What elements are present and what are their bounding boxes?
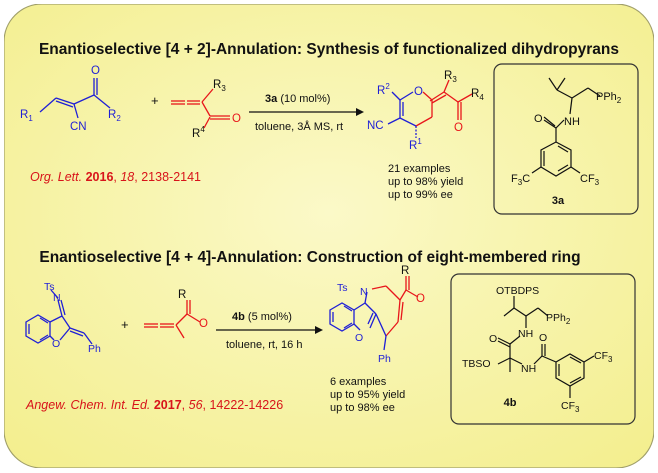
s1-sub1-r1: R1 bbox=[20, 109, 33, 123]
s2-catalyst-structure bbox=[497, 296, 595, 398]
s2-cat-cf3-bottom: CF3 bbox=[561, 400, 580, 414]
s2-sub1-ph: Ph bbox=[88, 343, 101, 355]
s2-prod-o: O bbox=[416, 293, 425, 305]
s2-prod-n: N bbox=[360, 286, 368, 298]
s1-product-structure bbox=[387, 79, 473, 138]
s1-product-labels: R2 O R3 R4 O NC R1 bbox=[367, 70, 484, 152]
s2-cat-nh2: NH bbox=[521, 363, 536, 375]
s1-cat-name: 3a bbox=[552, 195, 565, 207]
s1-plus-sign: + bbox=[151, 93, 159, 108]
s1-cat-o: O bbox=[534, 113, 543, 125]
s2-product-structure bbox=[329, 276, 419, 351]
s1-conditions: toluene, 3Å MS, rt bbox=[255, 120, 343, 133]
s2-product-labels: Ts N O Ph R O bbox=[337, 265, 425, 365]
s1-substrate1-structure bbox=[39, 78, 111, 119]
s1-catalyst-box bbox=[493, 63, 639, 215]
s1-cat-pph2: PPh2 bbox=[596, 91, 622, 105]
s2-substrate2-structure bbox=[144, 300, 201, 339]
section2-title: Enantioselective [4 + 4]-Annulation: Con… bbox=[39, 249, 580, 266]
s2-cat-otbdps: OTBDPS bbox=[496, 285, 539, 297]
s1-arrow-head bbox=[356, 108, 364, 116]
s1-cat-cf3-right: CF3 bbox=[580, 173, 600, 187]
s1-prod-o: O bbox=[454, 122, 463, 134]
s2-cat-o1: O bbox=[489, 333, 497, 345]
s1-sub1-cn: CN bbox=[70, 121, 87, 133]
section1-title: Enantioselective [4 + 2]-Annulation: Syn… bbox=[39, 41, 619, 58]
s1-catalyst-labels: PPh2 NH O F3C CF3 3a bbox=[511, 91, 622, 207]
s2-results: 6 examples up to 95% yield up to 98% ee bbox=[330, 376, 405, 414]
s1-sub1-o: O bbox=[91, 65, 100, 77]
s2-conditions: toluene, rt, 16 h bbox=[226, 339, 302, 351]
s1-substrate1-labels: R1 CN O R2 bbox=[20, 65, 121, 133]
s2-prod-ph: Ph bbox=[378, 353, 391, 365]
s2-sub2-r: R bbox=[178, 289, 186, 301]
s1-sub2-o: O bbox=[232, 113, 241, 125]
scheme-canvas: Enantioselective [4 + 2]-Annulation: Syn… bbox=[3, 3, 655, 469]
s1-catalyst-reagent: 3a (10 mol%) bbox=[265, 93, 330, 105]
s2-cat-nh1: NH bbox=[518, 328, 533, 340]
s1-substrate2-labels: R3 O R4 bbox=[192, 79, 241, 140]
s2-substrate1-labels: Ts N O Ph bbox=[44, 281, 101, 355]
s2-cat-pph2: PPh2 bbox=[546, 312, 571, 326]
s2-result-ee: up to 98% ee bbox=[330, 402, 395, 414]
s1-result-examples: 21 examples bbox=[388, 163, 451, 175]
s1-substrate2-structure bbox=[171, 88, 230, 129]
s1-prod-r1: R1 bbox=[409, 137, 422, 152]
s2-sub1-ts: Ts bbox=[44, 281, 55, 293]
s1-sub1-r2: R2 bbox=[108, 109, 121, 123]
s2-catalyst-reagent: 4b (5 mol%) bbox=[232, 311, 292, 323]
s2-cat-tbso: TBSO bbox=[462, 358, 491, 370]
s1-sub2-r4: R4 bbox=[192, 125, 205, 140]
s2-sub1-n: N bbox=[53, 292, 61, 304]
s2-cat-o2: O bbox=[539, 332, 547, 344]
s2-citation: Angew. Chem. Int. Ed. 2017, 56, 14222-14… bbox=[25, 398, 283, 412]
s2-substrate1-structure bbox=[25, 289, 93, 345]
s2-prod-ts: Ts bbox=[337, 282, 348, 294]
s2-catalyst-box bbox=[450, 273, 636, 425]
s1-prod-o-ring: O bbox=[414, 86, 423, 98]
s2-cat-cf3-top: CF3 bbox=[594, 350, 613, 364]
s1-results: 21 examples up to 98% yield up to 99% ee bbox=[388, 163, 463, 201]
s1-prod-nc: NC bbox=[367, 120, 384, 132]
s2-catalyst-labels: OTBDPS PPh2 NH O TBSO NH O CF3 CF3 4b bbox=[462, 285, 613, 414]
s1-catalyst-structure bbox=[531, 77, 601, 177]
s1-prod-r3: R3 bbox=[444, 70, 457, 84]
s1-prod-r4: R4 bbox=[471, 88, 484, 102]
s2-plus-sign: + bbox=[121, 317, 129, 332]
s2-result-yield: up to 95% yield bbox=[330, 389, 405, 401]
s1-result-yield: up to 98% yield bbox=[388, 176, 463, 188]
s1-citation: Org. Lett. 2016, 18, 2138-2141 bbox=[30, 170, 201, 184]
s1-sub2-r3: R3 bbox=[213, 79, 226, 93]
s2-prod-o-ring: O bbox=[355, 332, 363, 344]
s2-sub2-o: O bbox=[199, 318, 208, 330]
s2-arrow-head bbox=[315, 326, 323, 334]
s2-sub1-o: O bbox=[52, 338, 60, 350]
s1-cat-cf3-left: F3C bbox=[511, 173, 530, 187]
s2-result-examples: 6 examples bbox=[330, 376, 387, 388]
s2-prod-r: R bbox=[401, 265, 409, 277]
s2-cat-name: 4b bbox=[504, 397, 517, 409]
s1-cat-nh: NH bbox=[564, 116, 580, 128]
s1-result-ee: up to 99% ee bbox=[388, 189, 453, 201]
s2-substrate2-labels: R O bbox=[178, 289, 208, 330]
s1-prod-r2: R2 bbox=[377, 82, 390, 97]
slide-panel: Enantioselective [4 + 2]-Annulation: Syn… bbox=[3, 3, 655, 469]
